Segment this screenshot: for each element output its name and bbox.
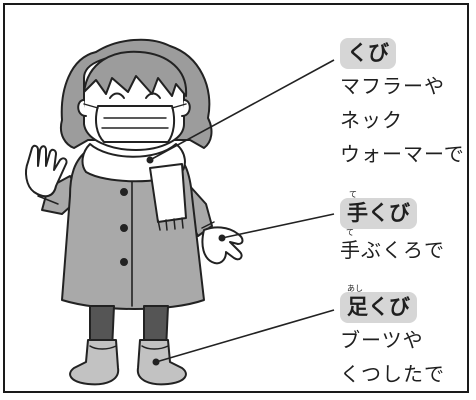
right-eye <box>145 92 161 99</box>
neck-tag: くび <box>340 38 396 69</box>
wrist-tag: て 手くび <box>340 191 417 229</box>
wrist-leader-line <box>221 213 335 239</box>
coat-button <box>120 258 128 266</box>
ankle-text-line: ブーツや <box>340 328 424 352</box>
wrist-callout: て 手くび て 手ぶくろで <box>340 191 445 267</box>
ankle-tag-text: 足くび <box>347 295 410 319</box>
neck-marker <box>146 156 154 164</box>
ankle-marker <box>152 358 160 366</box>
ankle-callout: あし 足くび ブーツや くつしたで <box>340 285 445 391</box>
wrist-text-line: て 手ぶくろで <box>340 229 445 267</box>
ankle-text-line: くつしたで <box>340 362 445 386</box>
face-mask <box>95 105 176 143</box>
coat-button <box>120 188 128 196</box>
scarf-tail <box>149 163 187 223</box>
wrist-tag-text: 手くび <box>347 201 410 225</box>
ankle-tag-ruby: あし <box>347 284 363 293</box>
neck-callout: くび マフラーや ネック ウォーマーで <box>340 38 465 171</box>
right-glove <box>201 226 244 265</box>
coat-button <box>120 224 128 232</box>
neck-text-line: ウォーマーで <box>340 142 465 166</box>
ankle-leader-line <box>155 309 335 363</box>
left-eye <box>109 92 125 99</box>
wrist-tag-ruby: て <box>349 190 357 199</box>
wrist-line-ruby: て <box>346 228 355 237</box>
ankle-tag: あし 足くび <box>340 285 417 323</box>
wrist-text: 手ぶくろで <box>340 238 445 262</box>
hair-bangs <box>83 50 188 97</box>
neck-leader-line <box>149 59 335 161</box>
neck-text-line: マフラーや <box>340 74 445 98</box>
wrist-marker <box>218 234 226 242</box>
neck-text-line: ネック <box>340 108 403 132</box>
right-boot <box>136 339 187 386</box>
left-boot <box>69 339 120 386</box>
left-glove <box>25 144 68 198</box>
